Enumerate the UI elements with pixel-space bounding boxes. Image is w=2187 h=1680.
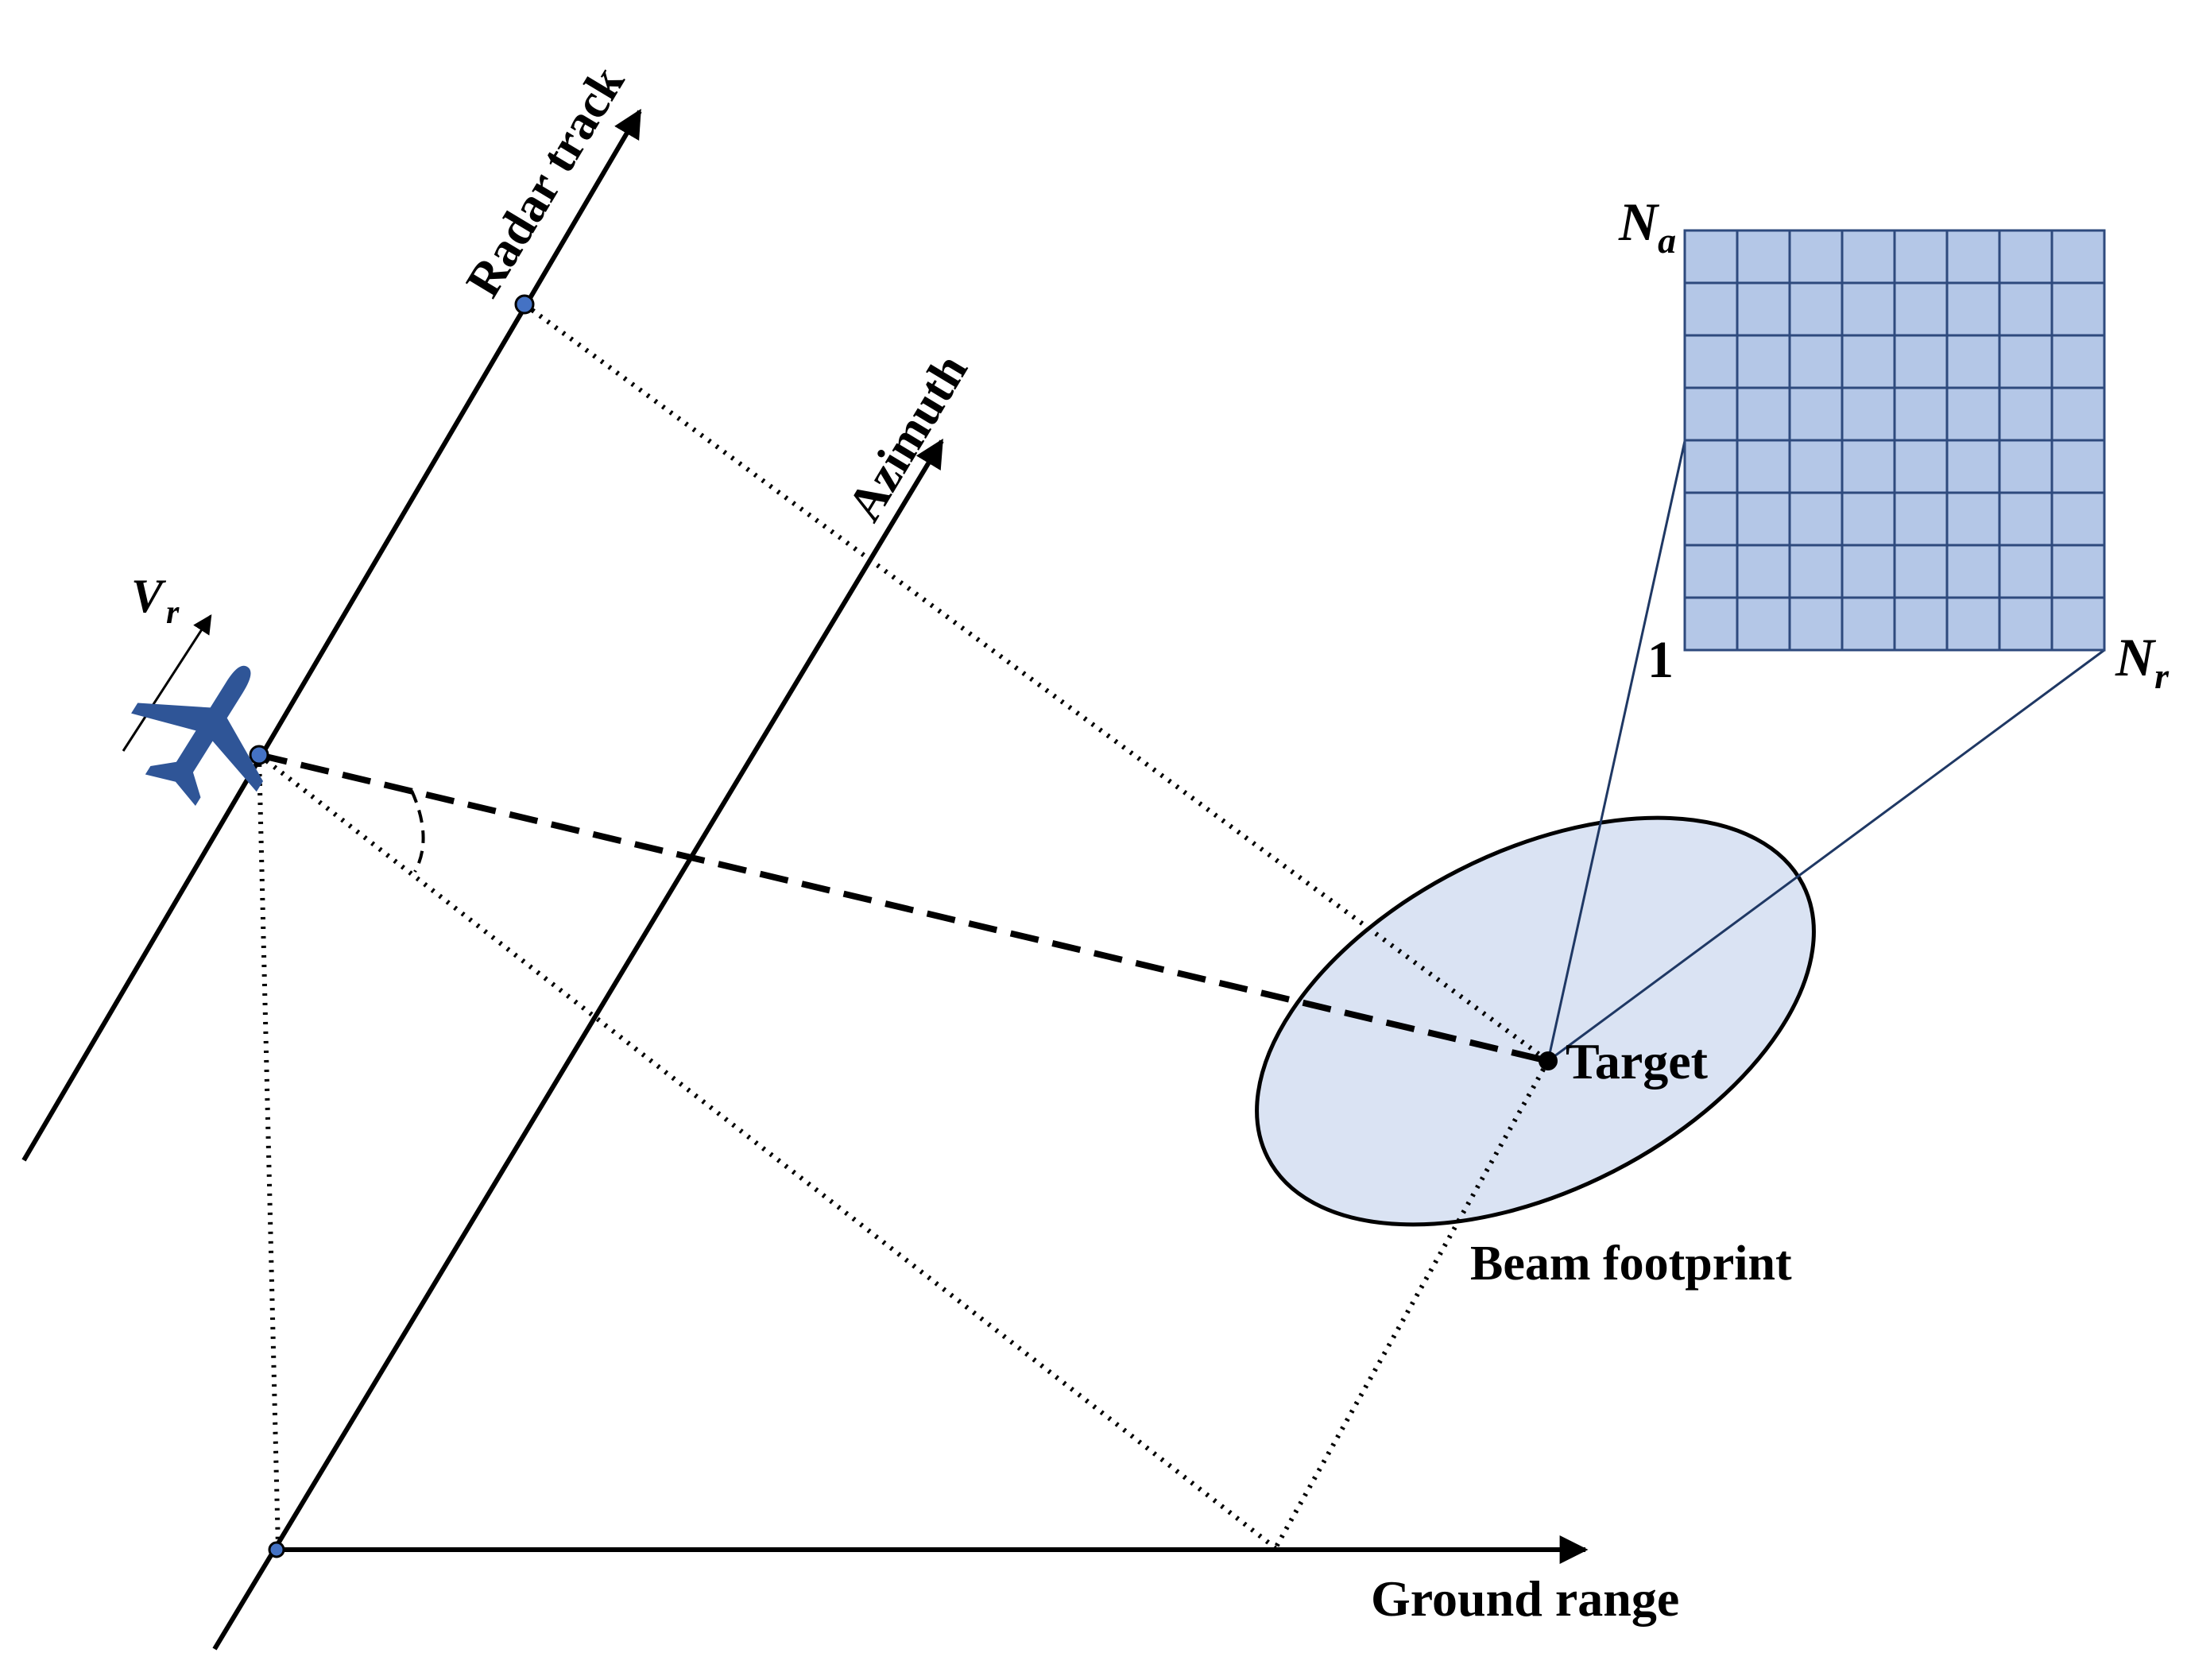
grid-cell	[1945, 334, 2001, 389]
grid-top-symbol: N	[1618, 192, 1660, 252]
grid-cell	[1893, 281, 1949, 337]
aircraft-nadir-dotted	[257, 754, 281, 1549]
grid-cell	[1945, 229, 2001, 285]
data-grid	[1683, 229, 2106, 652]
grid-cell	[1683, 229, 1739, 285]
azimuth-axis	[212, 438, 944, 1651]
grid-cell	[1736, 439, 1791, 494]
grid-cell	[1841, 596, 1896, 652]
velocity-symbol: V	[131, 570, 167, 622]
grid-cell	[2050, 386, 2106, 442]
grid-cell	[1736, 281, 1791, 337]
grid-cell	[2050, 281, 2106, 337]
grid-bottom-right-symbol: N	[2115, 627, 2157, 687]
grid-cell	[2050, 439, 2106, 494]
grid-cell	[1788, 596, 1844, 652]
grid-cell	[1841, 386, 1896, 442]
grid-cell	[1683, 281, 1739, 337]
grid-cell	[1893, 386, 1949, 442]
grid-cell	[1841, 439, 1896, 494]
airplane-icon	[131, 665, 264, 806]
grid-cell	[2050, 596, 2106, 652]
grid-cell	[1893, 229, 1949, 285]
grid-cell	[1945, 386, 2001, 442]
grid-cell	[1998, 439, 2053, 494]
grid-cell	[1841, 544, 1896, 599]
grid-top-subscript: a	[1658, 220, 1676, 261]
grid-cell	[1998, 281, 2053, 337]
grid-cell	[1788, 281, 1844, 337]
grid-cell	[1683, 439, 1739, 494]
grid-cell	[1683, 544, 1739, 599]
grid-bottom-right-label: Nr	[2115, 627, 2170, 696]
grid-cell	[1788, 229, 1844, 285]
grid-cell	[1893, 334, 1949, 389]
grid-cell	[1893, 439, 1949, 494]
grid-cell	[2050, 491, 2106, 547]
grid-cell	[1683, 334, 1739, 389]
grid-cell	[1788, 386, 1844, 442]
grid-cell	[1683, 386, 1739, 442]
projection-line-left	[1546, 440, 1686, 1062]
grid-cell	[1841, 281, 1896, 337]
grid-cell	[1893, 544, 1949, 599]
grid-cell	[1736, 334, 1791, 389]
grid-bottom-left-label: 1	[1647, 631, 1674, 689]
grid-cell	[1998, 491, 2053, 547]
grid-cell	[1893, 596, 1949, 652]
grid-cell	[1841, 491, 1896, 547]
grid-cell	[1998, 229, 2053, 285]
grid-cell	[1736, 596, 1791, 652]
grid-cell	[2050, 334, 2106, 389]
grid-cell	[1788, 334, 1844, 389]
grid-cell	[1841, 334, 1896, 389]
radar-track-point	[514, 294, 535, 315]
grid-cell	[1736, 229, 1791, 285]
target-point	[1539, 1051, 1558, 1070]
ground-range-label: Ground range	[1371, 1570, 1679, 1627]
target-label: Target	[1566, 1033, 1709, 1090]
grid-cell	[1893, 491, 1949, 547]
grid-cell	[1788, 439, 1844, 494]
grid-cell	[1841, 229, 1896, 285]
grid-cell	[1945, 491, 2001, 547]
grid-cell	[1683, 491, 1739, 547]
dotted-projection-lines	[257, 302, 1550, 1550]
grid-cell	[1788, 491, 1844, 547]
grid-cell	[1736, 386, 1791, 442]
grid-cell	[1945, 439, 2001, 494]
origin-point	[268, 1541, 285, 1558]
grid-cell	[1998, 386, 2053, 442]
velocity-subscript: r	[166, 594, 180, 631]
slant-range-dashed	[258, 752, 1549, 1064]
velocity-label: Vr	[131, 570, 180, 631]
grid-cell	[2050, 229, 2106, 285]
grid-cell	[1998, 544, 2053, 599]
grid-cell	[1998, 596, 2053, 652]
grid-bottom-right-subscript: r	[2154, 656, 2170, 696]
grid-cell	[1998, 334, 2053, 389]
beam-footprint-label: Beam footprint	[1470, 1237, 1792, 1291]
azimuth-label: Azimuth	[838, 345, 978, 530]
grid-cell	[1945, 281, 2001, 337]
grid-cell	[1736, 544, 1791, 599]
look-angle-arc	[410, 790, 425, 873]
radar-track-to-target-dotted	[523, 302, 1550, 1063]
grid-cell	[1788, 544, 1844, 599]
projection-line-right	[1547, 648, 2105, 1063]
radar-track-axis	[21, 108, 642, 1162]
grid-cell	[2050, 544, 2106, 599]
grid-cell	[1945, 544, 2001, 599]
aircraft-position-point	[249, 745, 269, 765]
beam-footprint-ellipse	[1255, 815, 1816, 1227]
grid-cell	[1945, 596, 2001, 652]
grid-cell	[1683, 596, 1739, 652]
velocity-arrow	[122, 614, 212, 752]
grid-projection-lines	[1546, 440, 2105, 1063]
grid-cell	[1736, 491, 1791, 547]
grid-top-label: Na	[1618, 192, 1676, 261]
